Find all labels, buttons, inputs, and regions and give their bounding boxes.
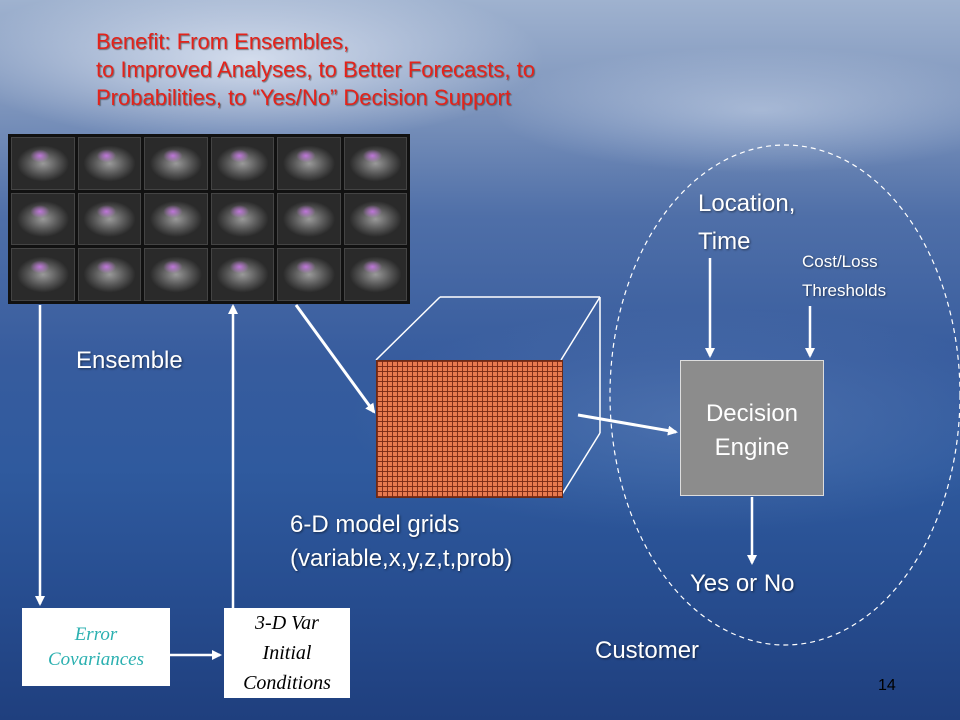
ensemble-member-image	[343, 137, 407, 190]
error-covariances-line-2: Covariances	[47, 649, 145, 670]
location-time-label: Location, Time	[698, 185, 795, 261]
ensemble-to-grid-arrow	[294, 304, 376, 414]
time-label: Time	[698, 228, 751, 255]
ensemble-member-image	[144, 137, 208, 190]
ensemble-member-image	[11, 248, 75, 301]
ensemble-member-image	[210, 248, 274, 301]
ensemble-member-image	[343, 192, 407, 246]
cost-loss-line-1: Cost/Loss	[802, 252, 878, 271]
customer-label: Customer	[595, 637, 700, 664]
grid-caption: 6-D model grids (variable,x,y,z,t,prob)	[290, 508, 512, 576]
ensemble-member-image	[343, 248, 407, 301]
page-number: 14	[878, 677, 896, 694]
var-line-2: Initial	[262, 642, 312, 664]
ensemble-member-image	[277, 248, 341, 301]
grid-caption-line-2: (variable,x,y,z,t,prob)	[290, 545, 513, 572]
var-line-1: 3-D Var	[255, 612, 319, 634]
ensemble-member-image	[144, 248, 208, 301]
grid-caption-line-1: 6-D model grids	[290, 511, 460, 538]
headline-line-1: Benefit: From Ensembles,	[96, 29, 350, 54]
model-grid-cube	[376, 360, 563, 498]
cost-loss-label: Cost/Loss Thresholds	[802, 247, 886, 305]
ensemble-member-image	[210, 192, 274, 246]
grid-cube-outline	[375, 296, 601, 497]
headline: Benefit: From Ensembles, to Improved Ana…	[96, 28, 535, 112]
decision-engine-line-1: Decision	[705, 400, 799, 427]
decision-engine-box: Decision Engine	[680, 360, 824, 496]
ensemble-member-image	[11, 192, 75, 246]
ensemble-member-image	[277, 137, 341, 190]
error-covariances-line-1: Error	[74, 624, 118, 645]
ensemble-member-image	[277, 192, 341, 246]
grid-to-decision-arrow	[577, 413, 678, 436]
ensemble-forecast-thumbnails	[8, 134, 410, 304]
ensemble-member-image	[77, 137, 141, 190]
yes-no-output: Yes or No	[690, 570, 795, 597]
ensemble-member-image	[144, 192, 208, 246]
ensemble-member-image	[77, 248, 141, 301]
headline-line-3: Probabilities, to “Yes/No” Decision Supp…	[96, 85, 511, 110]
ensemble-label: Ensemble	[76, 347, 183, 374]
decision-engine-line-2: Engine	[714, 434, 790, 461]
var-line-3: Conditions	[243, 672, 331, 694]
customer-boundary	[609, 144, 960, 646]
error-covariances-box: Error Covariances	[22, 608, 170, 686]
headline-line-2: to Improved Analyses, to Better Forecast…	[96, 57, 535, 82]
var-initial-conditions-box: 3-D Var Initial Conditions	[224, 608, 350, 698]
ensemble-member-image	[11, 137, 75, 190]
location-label: Location,	[698, 190, 796, 217]
ensemble-member-image	[77, 192, 141, 246]
ensemble-member-image	[210, 137, 274, 190]
cost-loss-line-2: Thresholds	[802, 281, 887, 300]
